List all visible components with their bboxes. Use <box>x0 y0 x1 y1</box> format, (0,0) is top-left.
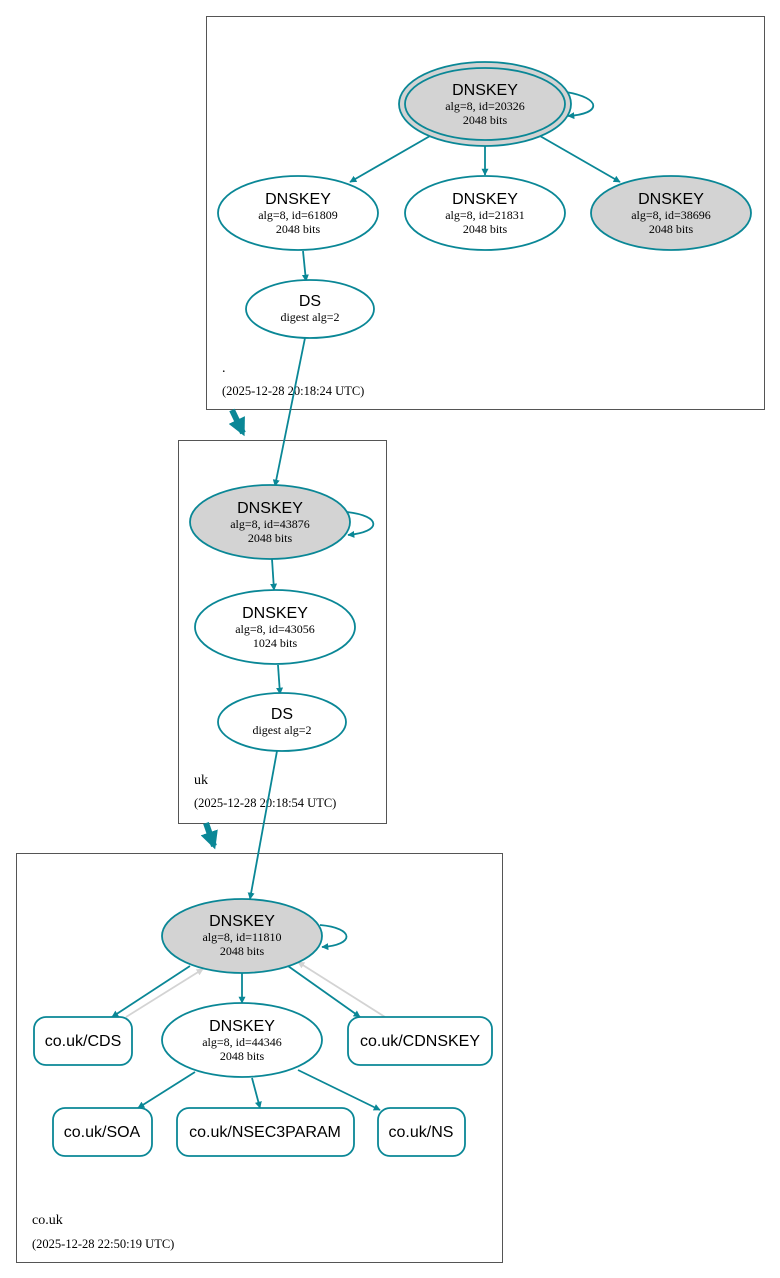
node-alg-id: alg=8, id=43056 <box>235 622 315 636</box>
edge-couk-ksk-self <box>319 924 348 951</box>
node-digest: digest alg=2 <box>252 723 311 737</box>
edge-uk-ksk-self <box>346 511 375 538</box>
node-title: DNSKEY <box>209 1018 275 1035</box>
zone-uk-box <box>178 440 387 824</box>
dnskey-node-root-zsk-38696[interactable]: DNSKEY alg=8, id=38696 2048 bits <box>590 175 752 251</box>
edge-couk-ksk-cdnskey <box>287 965 361 1018</box>
rrset-node-soa[interactable]: co.uk/SOA <box>52 1107 153 1157</box>
zone-couk-box <box>16 853 503 1263</box>
zone-couk-timestamp: (2025-12-28 22:50:19 UTC) <box>32 1237 174 1251</box>
rrset-label: co.uk/SOA <box>64 1124 141 1141</box>
ds-node-uk[interactable]: DS digest alg=2 <box>217 692 347 752</box>
node-title: DNSKEY <box>638 191 704 208</box>
node-title: DNSKEY <box>452 82 518 99</box>
zone-couk-name: co.uk <box>32 1213 63 1228</box>
zone-root-box <box>206 16 765 410</box>
rrset-node-cdnskey[interactable]: co.uk/CDNSKEY <box>347 1016 493 1066</box>
node-key-size: 2048 bits <box>220 1049 265 1063</box>
node-key-size: 2048 bits <box>248 531 293 545</box>
zone-uk-name: uk <box>194 773 208 788</box>
node-title: DNSKEY <box>237 500 303 517</box>
edge-couk-zsk-ns <box>297 1069 381 1111</box>
delegation-uk-couk <box>200 822 218 850</box>
dnskey-node-uk-ksk[interactable]: DNSKEY alg=8, id=43876 2048 bits <box>189 484 351 560</box>
edge-root-ksk-zsk3 <box>539 135 621 183</box>
rrset-label: co.uk/CDS <box>45 1033 121 1050</box>
node-key-size: 2048 bits <box>463 113 508 127</box>
node-alg-id: alg=8, id=44346 <box>202 1035 282 1049</box>
dnskey-node-couk-zsk[interactable]: DNSKEY alg=8, id=44346 2048 bits <box>161 1002 323 1078</box>
rrset-node-nsec3param[interactable]: co.uk/NSEC3PARAM <box>176 1107 355 1157</box>
rrset-label: co.uk/NS <box>389 1124 454 1141</box>
edge-root-ksk-self <box>565 91 595 120</box>
rrset-label: co.uk/NSEC3PARAM <box>189 1124 341 1141</box>
edge-uk-ksk-zsk <box>270 558 278 591</box>
node-title: DNSKEY <box>452 191 518 208</box>
node-digest: digest alg=2 <box>280 310 339 324</box>
node-key-size: 2048 bits <box>649 222 694 236</box>
zone-uk: uk (2025-12-28 20:18:54 UTC) <box>178 440 387 824</box>
zone-root-timestamp: (2025-12-28 20:18:24 UTC) <box>222 384 364 398</box>
node-title: DNSKEY <box>242 605 308 622</box>
node-alg-id: alg=8, id=21831 <box>445 208 525 222</box>
dnskey-node-root-ksk[interactable]: DNSKEY alg=8, id=20326 2048 bits <box>398 61 572 147</box>
node-key-size: 2048 bits <box>220 944 265 958</box>
dnskey-node-couk-ksk[interactable]: DNSKEY alg=8, id=11810 2048 bits <box>161 898 323 974</box>
edge-cdnskey-couk-ksk <box>297 961 386 1018</box>
node-alg-id: alg=8, id=43876 <box>230 517 310 531</box>
dnskey-node-root-zsk-61809[interactable]: DNSKEY alg=8, id=61809 2048 bits <box>217 175 379 251</box>
node-title: DS <box>299 293 321 310</box>
rrset-label: co.uk/CDNSKEY <box>360 1033 480 1050</box>
edge-uk-zsk-ds <box>276 664 284 695</box>
node-title: DNSKEY <box>209 913 275 930</box>
node-alg-id: alg=8, id=38696 <box>631 208 711 222</box>
edge-root-ds-uk-ksk <box>272 337 306 487</box>
node-title: DS <box>271 706 293 723</box>
ds-node-root[interactable]: DS digest alg=2 <box>245 279 375 339</box>
node-key-size: 1024 bits <box>253 636 298 650</box>
zone-couk: co.uk (2025-12-28 22:50:19 UTC) <box>16 853 503 1263</box>
edge-couk-ksk-cds <box>111 965 191 1018</box>
dnskey-node-root-zsk-21831[interactable]: DNSKEY alg=8, id=21831 2048 bits <box>404 175 566 251</box>
zone-uk-timestamp: (2025-12-28 20:18:54 UTC) <box>194 796 336 810</box>
edge-cds-couk-ksk <box>125 968 204 1018</box>
edge-root-zsk1-ds <box>301 250 309 282</box>
edge-root-ksk-zsk1 <box>349 135 431 183</box>
node-alg-id: alg=8, id=20326 <box>445 99 525 113</box>
dnskey-node-uk-zsk[interactable]: DNSKEY alg=8, id=43056 1024 bits <box>194 589 356 665</box>
delegation-root-uk <box>228 408 246 437</box>
rrset-node-ns[interactable]: co.uk/NS <box>377 1107 466 1157</box>
edge-uk-ds-couk-ksk <box>247 750 278 900</box>
node-alg-id: alg=8, id=11810 <box>202 930 281 944</box>
node-title: DNSKEY <box>265 191 331 208</box>
zone-root-name: . <box>222 361 226 376</box>
rrset-node-cds[interactable]: co.uk/CDS <box>33 1016 133 1066</box>
node-alg-id: alg=8, id=61809 <box>258 208 338 222</box>
node-key-size: 2048 bits <box>276 222 321 236</box>
edge-couk-zsk-soa <box>137 1071 196 1109</box>
zone-root: . (2025-12-28 20:18:24 UTC) <box>206 16 765 410</box>
node-key-size: 2048 bits <box>463 222 508 236</box>
edge-couk-zsk-nsec3param <box>251 1077 262 1109</box>
